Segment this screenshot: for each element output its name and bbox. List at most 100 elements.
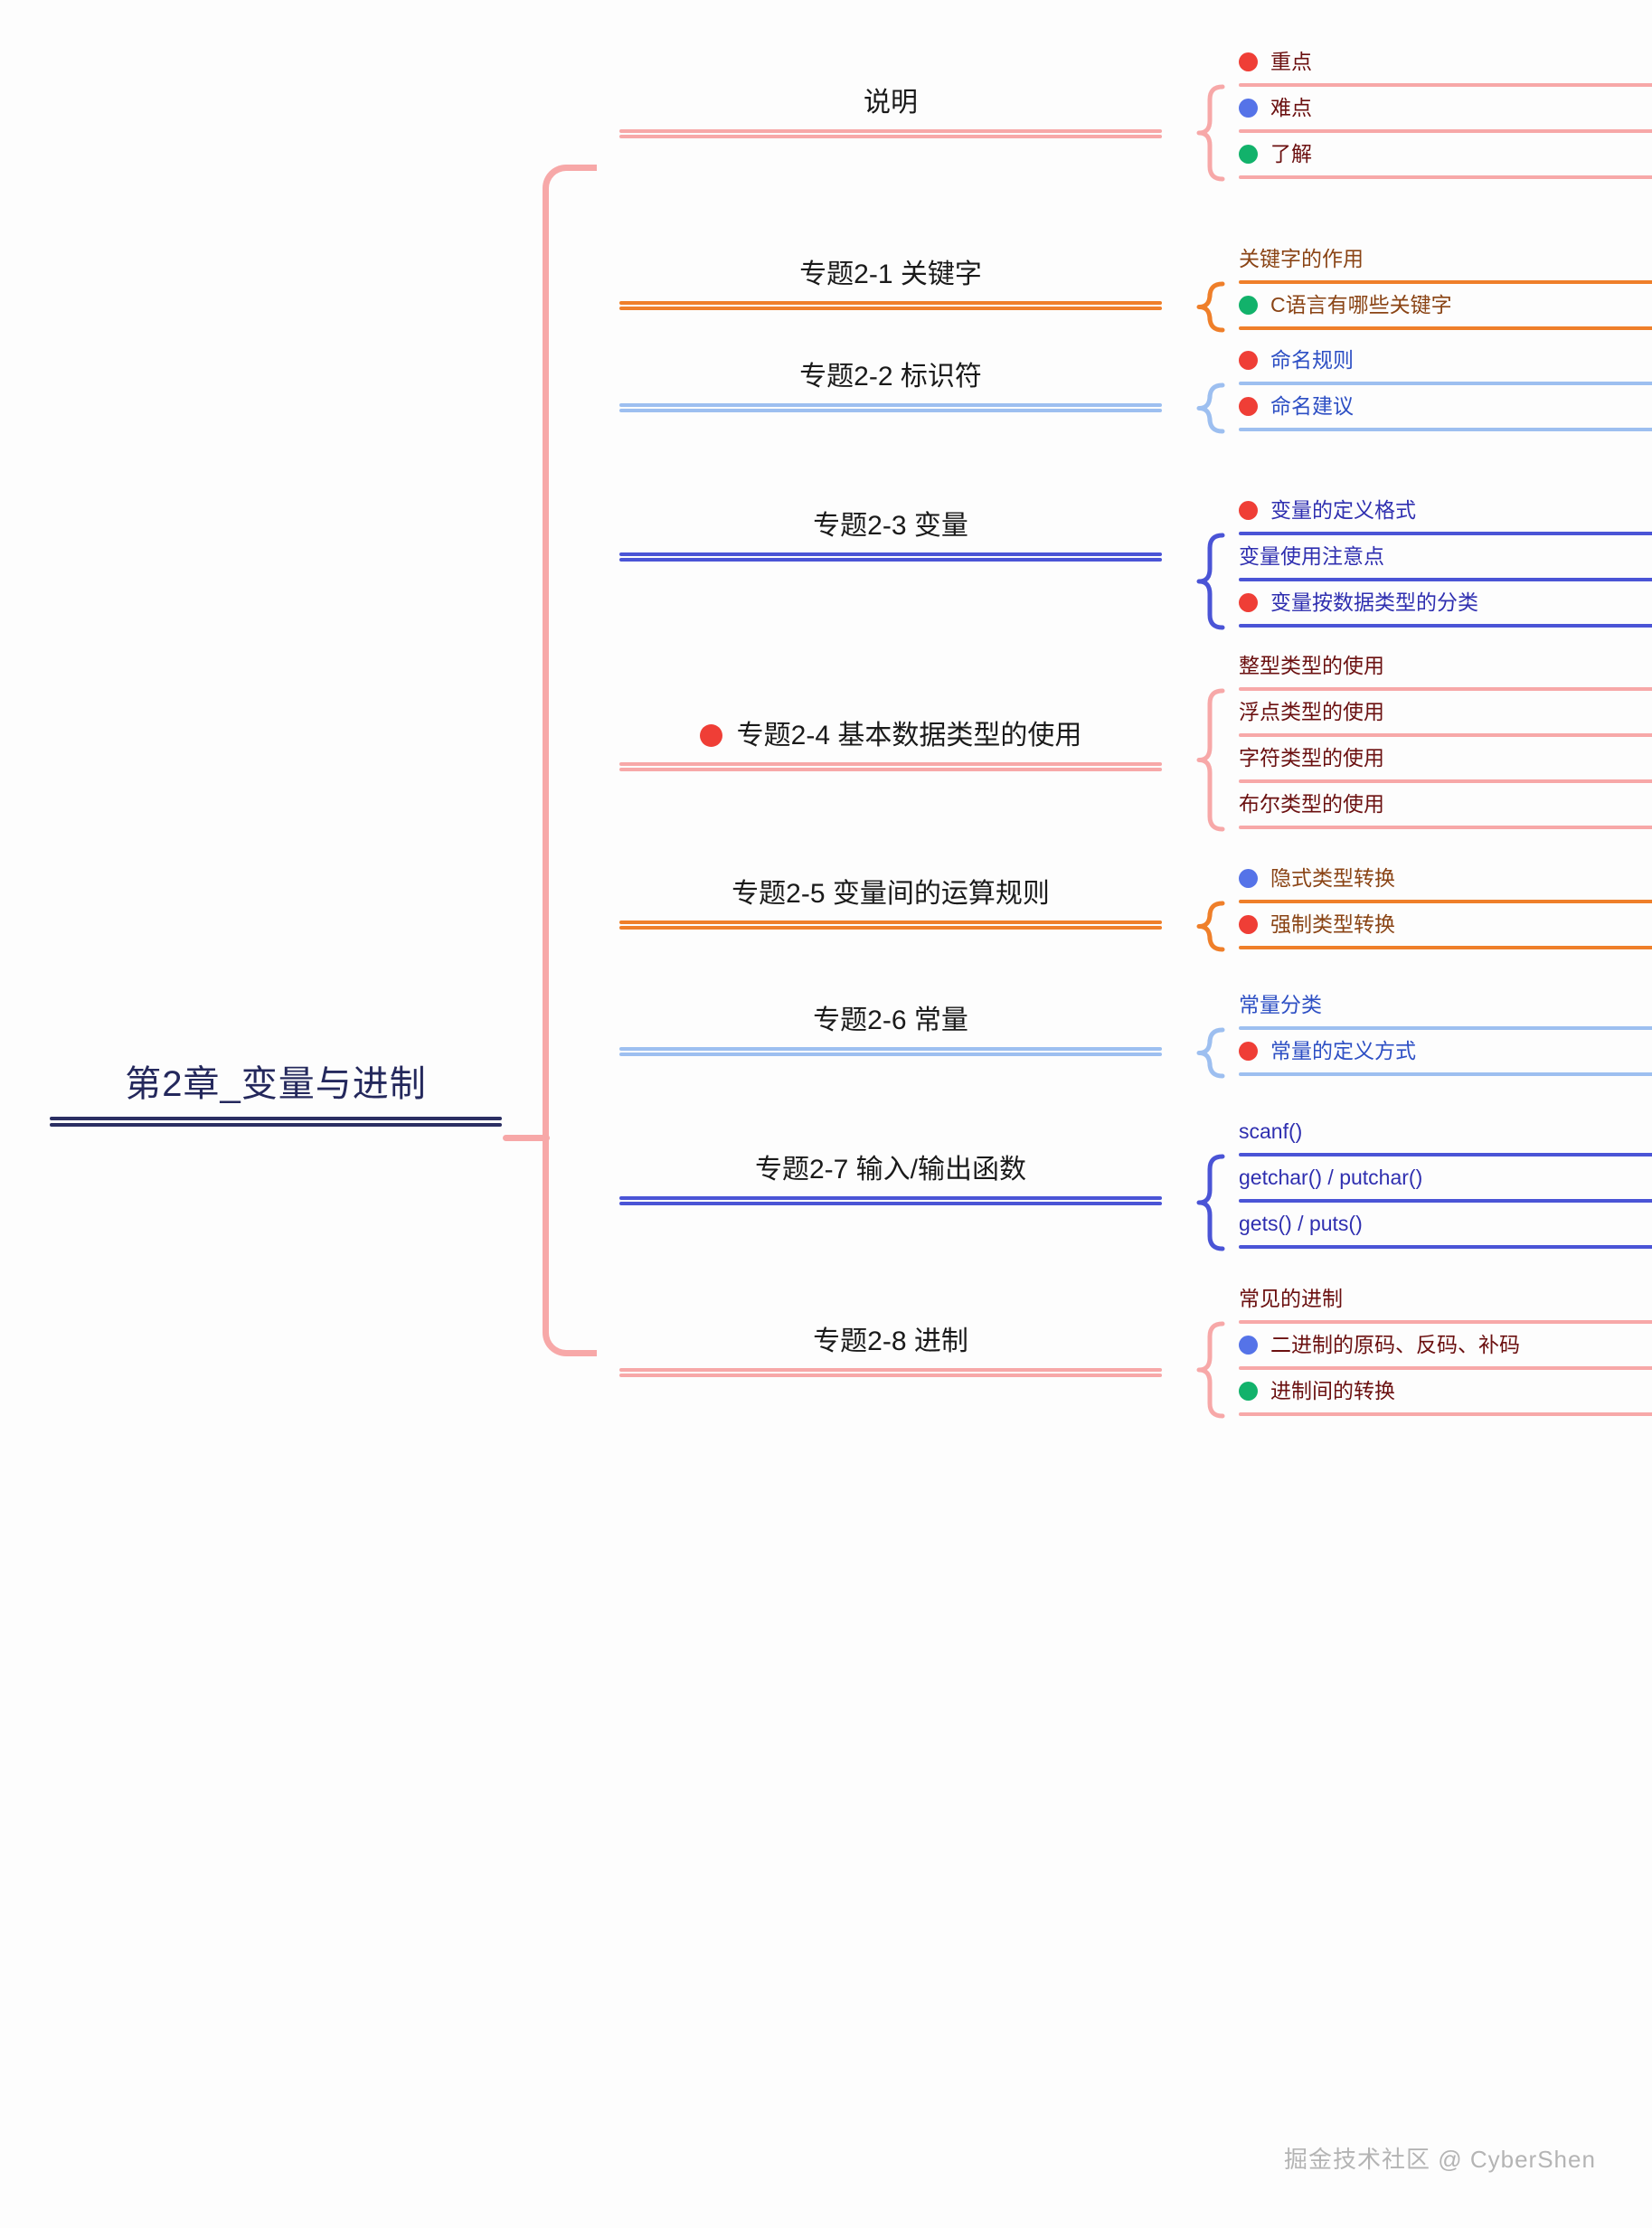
leaf-node[interactable]: 常见的进制: [1239, 1286, 1652, 1324]
branch-node[interactable]: 专题2-2 标识符: [619, 360, 1162, 412]
branch-title: 专题2-4 基本数据类型的使用: [736, 721, 1082, 751]
leaf-underline: [1239, 1198, 1652, 1203]
branch-title: 专题2-8 进制: [813, 1326, 968, 1356]
branch-label: 专题2-5 变量间的运算规则: [619, 877, 1162, 920]
branch-node[interactable]: 专题2-3 变量: [619, 509, 1162, 562]
branch-node[interactable]: 专题2-6 常量: [619, 1004, 1162, 1056]
main-brace: [543, 165, 597, 1356]
leaf-node[interactable]: 常量的定义方式: [1239, 1038, 1652, 1076]
bullet-green-icon: [1239, 296, 1258, 316]
branch-node[interactable]: 专题2-4 基本数据类型的使用: [619, 719, 1162, 771]
leaf-node[interactable]: 变量按数据类型的分类: [1239, 590, 1652, 628]
bullet-green-icon: [1239, 1382, 1258, 1402]
leaf-underline: [1239, 531, 1652, 535]
leaf-node[interactable]: 浮点类型的使用: [1239, 699, 1652, 737]
sub-brace: [1192, 1151, 1225, 1256]
leaf-label: getchar() / putchar(): [1239, 1165, 1652, 1199]
sub-brace: [1192, 898, 1225, 957]
branch-node[interactable]: 专题2-1 关键字: [619, 258, 1162, 310]
bullet-blue-icon: [1239, 99, 1258, 118]
branch-underline: [619, 1046, 1162, 1056]
bullet-blue-icon: [1239, 1336, 1258, 1355]
leaf-title: 二进制的原码、反码、补码: [1270, 1333, 1520, 1356]
leaf-node[interactable]: 二进制的原码、反码、补码: [1239, 1332, 1652, 1370]
leaf-underline: [1239, 1244, 1652, 1249]
leaf-node[interactable]: 布尔类型的使用: [1239, 791, 1652, 829]
leaf-node[interactable]: 变量使用注意点: [1239, 543, 1652, 581]
leaf-title: getchar() / putchar(): [1239, 1166, 1423, 1189]
leaf-title: C语言有哪些关键字: [1270, 293, 1452, 316]
leaf-title: 了解: [1270, 142, 1312, 165]
leaf-node[interactable]: 隐式类型转换: [1239, 865, 1652, 903]
leaf-node[interactable]: 重点: [1239, 49, 1652, 87]
leaf-node[interactable]: 进制间的转换: [1239, 1378, 1652, 1416]
leaf-title: 常量的定义方式: [1270, 1039, 1416, 1062]
leaf-label: 隐式类型转换: [1239, 865, 1652, 900]
leaf-underline: [1239, 427, 1652, 431]
root-label: 第2章_变量与进制: [125, 1064, 427, 1104]
leaf-title: 变量使用注意点: [1239, 544, 1384, 568]
branch-title: 专题2-1 关键字: [799, 260, 982, 289]
branch-underline: [619, 1367, 1162, 1377]
sub-brace: [1192, 530, 1225, 635]
branch-underline: [619, 1195, 1162, 1205]
leaf-title: gets() / puts(): [1239, 1212, 1363, 1235]
leaf-label: 命名建议: [1239, 393, 1652, 428]
leaf-title: 命名建议: [1270, 394, 1354, 418]
branch-title: 专题2-3 变量: [813, 511, 968, 541]
leaf-label: 二进制的原码、反码、补码: [1239, 1332, 1652, 1366]
leaf-underline: [1239, 1025, 1652, 1030]
leaf-underline: [1239, 82, 1652, 87]
branch-node[interactable]: 说明: [619, 86, 1162, 138]
bullet-blue-icon: [1239, 869, 1258, 889]
leaf-node[interactable]: 常量分类: [1239, 992, 1652, 1030]
leaf-underline: [1239, 945, 1652, 949]
leaf-node[interactable]: 命名规则: [1239, 347, 1652, 385]
leaf-underline: [1239, 732, 1652, 737]
leaf-underline: [1239, 686, 1652, 691]
leaf-node[interactable]: 关键字的作用: [1239, 246, 1652, 284]
leaf-node[interactable]: getchar() / putchar(): [1239, 1165, 1652, 1203]
leaf-underline: [1239, 1152, 1652, 1156]
branch-label: 专题2-1 关键字: [619, 258, 1162, 301]
leaf-title: 字符类型的使用: [1239, 746, 1384, 769]
branch-node[interactable]: 专题2-7 输入/输出函数: [619, 1153, 1162, 1205]
leaf-node[interactable]: gets() / puts(): [1239, 1211, 1652, 1249]
leaf-label: 常量的定义方式: [1239, 1038, 1652, 1072]
branch-node[interactable]: 专题2-8 进制: [619, 1325, 1162, 1377]
bullet-red-icon: [1239, 501, 1258, 521]
bullet-green-icon: [1239, 145, 1258, 165]
branch-node[interactable]: 专题2-5 变量间的运算规则: [619, 877, 1162, 930]
sub-brace: [1192, 1318, 1225, 1423]
leaf-title: 常见的进制: [1239, 1287, 1343, 1310]
leaf-underline: [1239, 381, 1652, 385]
leaf-title: 布尔类型的使用: [1239, 792, 1384, 816]
leaf-node[interactable]: 变量的定义格式: [1239, 497, 1652, 535]
leaf-title: 常量分类: [1239, 993, 1322, 1016]
sub-brace: [1192, 685, 1225, 836]
bullet-red-icon: [1239, 1042, 1258, 1062]
root-node[interactable]: 第2章_变量与进制: [50, 1062, 502, 1127]
leaf-label: 变量使用注意点: [1239, 543, 1652, 578]
leaf-underline: [1239, 128, 1652, 133]
branch-underline: [619, 402, 1162, 412]
leaf-underline: [1239, 1411, 1652, 1416]
leaf-node[interactable]: 整型类型的使用: [1239, 653, 1652, 691]
leaf-node[interactable]: 强制类型转换: [1239, 911, 1652, 949]
leaf-title: 难点: [1270, 96, 1312, 119]
leaf-label: C语言有哪些关键字: [1239, 292, 1652, 326]
leaf-label: 难点: [1239, 95, 1652, 129]
leaf-underline: [1239, 623, 1652, 628]
bullet-red-icon: [1239, 593, 1258, 613]
leaf-underline: [1239, 899, 1652, 903]
leaf-node[interactable]: 难点: [1239, 95, 1652, 133]
leaf-node[interactable]: 字符类型的使用: [1239, 745, 1652, 783]
leaf-node[interactable]: 命名建议: [1239, 393, 1652, 431]
branch-label: 专题2-6 常量: [619, 1004, 1162, 1047]
leaf-node[interactable]: 了解: [1239, 141, 1652, 179]
watermark-text: 掘金技术社区 @ CyberShen: [1284, 2146, 1596, 2173]
branch-underline: [619, 128, 1162, 138]
leaf-node[interactable]: C语言有哪些关键字: [1239, 292, 1652, 330]
leaf-label: 命名规则: [1239, 347, 1652, 382]
leaf-node[interactable]: scanf(): [1239, 1119, 1652, 1156]
